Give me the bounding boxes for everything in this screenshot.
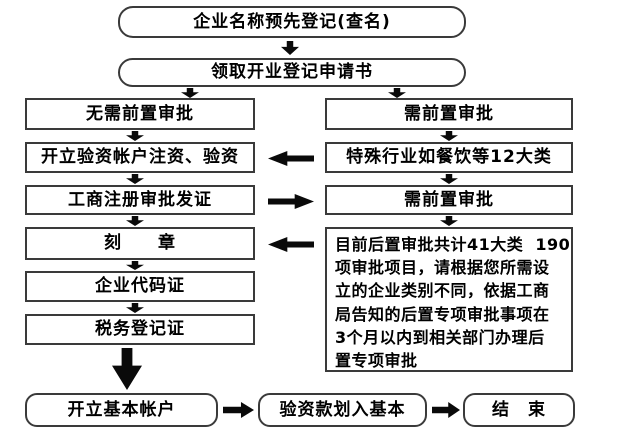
node-need-pre-approval-1: 需前置审批 [325,98,573,130]
node-company-name-pre-registration: 企业名称预先登记(查名) [118,6,466,38]
note-line: 目前后置审批共计41大类 190 [335,235,571,254]
arrow-down-icon [126,174,144,184]
arrow-down-icon [440,216,458,226]
node-seal-carving: 刻 章 [25,227,255,260]
arrow-down-icon [440,131,458,141]
node-special-industries: 特殊行业如餐饮等12大类 [325,142,573,173]
node-open-capital-verification-account: 开立验资帐户注资、验资 [25,142,255,173]
node-tax-registration-certificate: 税务登记证 [25,314,255,345]
node-need-pre-approval-2: 需前置审批 [325,185,573,215]
arrow-right-icon [223,402,254,418]
arrow-left-icon [268,237,314,252]
arrow-down-icon [126,303,144,313]
note-line: 立的企业类别不同，依据工商 [335,281,550,301]
arrow-right-icon [268,194,314,209]
arrow-down-icon [281,41,299,55]
big-arrow-down-icon [112,348,142,390]
arrow-down-icon [181,88,199,98]
note-line: 置专项审批 [335,351,418,371]
arrow-down-icon [440,174,458,184]
node-open-basic-account: 开立基本帐户 [25,393,218,427]
note-line: 局告知的后置专项审批事项在 [335,304,550,324]
arrow-down-icon [126,216,144,226]
node-business-registration-license: 工商注册审批发证 [25,185,255,215]
arrow-left-icon [268,151,314,166]
node-post-approval-note: 目前后置审批共计41大类 190 项审批项目，请根据您所需设 立的企业类别不同，… [325,227,573,372]
node-no-pre-approval: 无需前置审批 [25,98,255,130]
node-end: 结 束 [463,393,575,427]
note-line: 3个月以内到相关部门办理后 [335,327,545,347]
arrow-right-icon [432,402,460,418]
node-transfer-verified-funds: 验资款划入基本 [258,393,427,427]
arrow-down-icon [126,131,144,141]
node-enterprise-code-certificate: 企业代码证 [25,271,255,302]
arrow-down-icon [388,88,406,98]
note-line: 项审批项目，请根据您所需设 [335,258,550,278]
arrow-down-icon [126,261,144,270]
node-get-application-form: 领取开业登记申请书 [118,58,466,87]
